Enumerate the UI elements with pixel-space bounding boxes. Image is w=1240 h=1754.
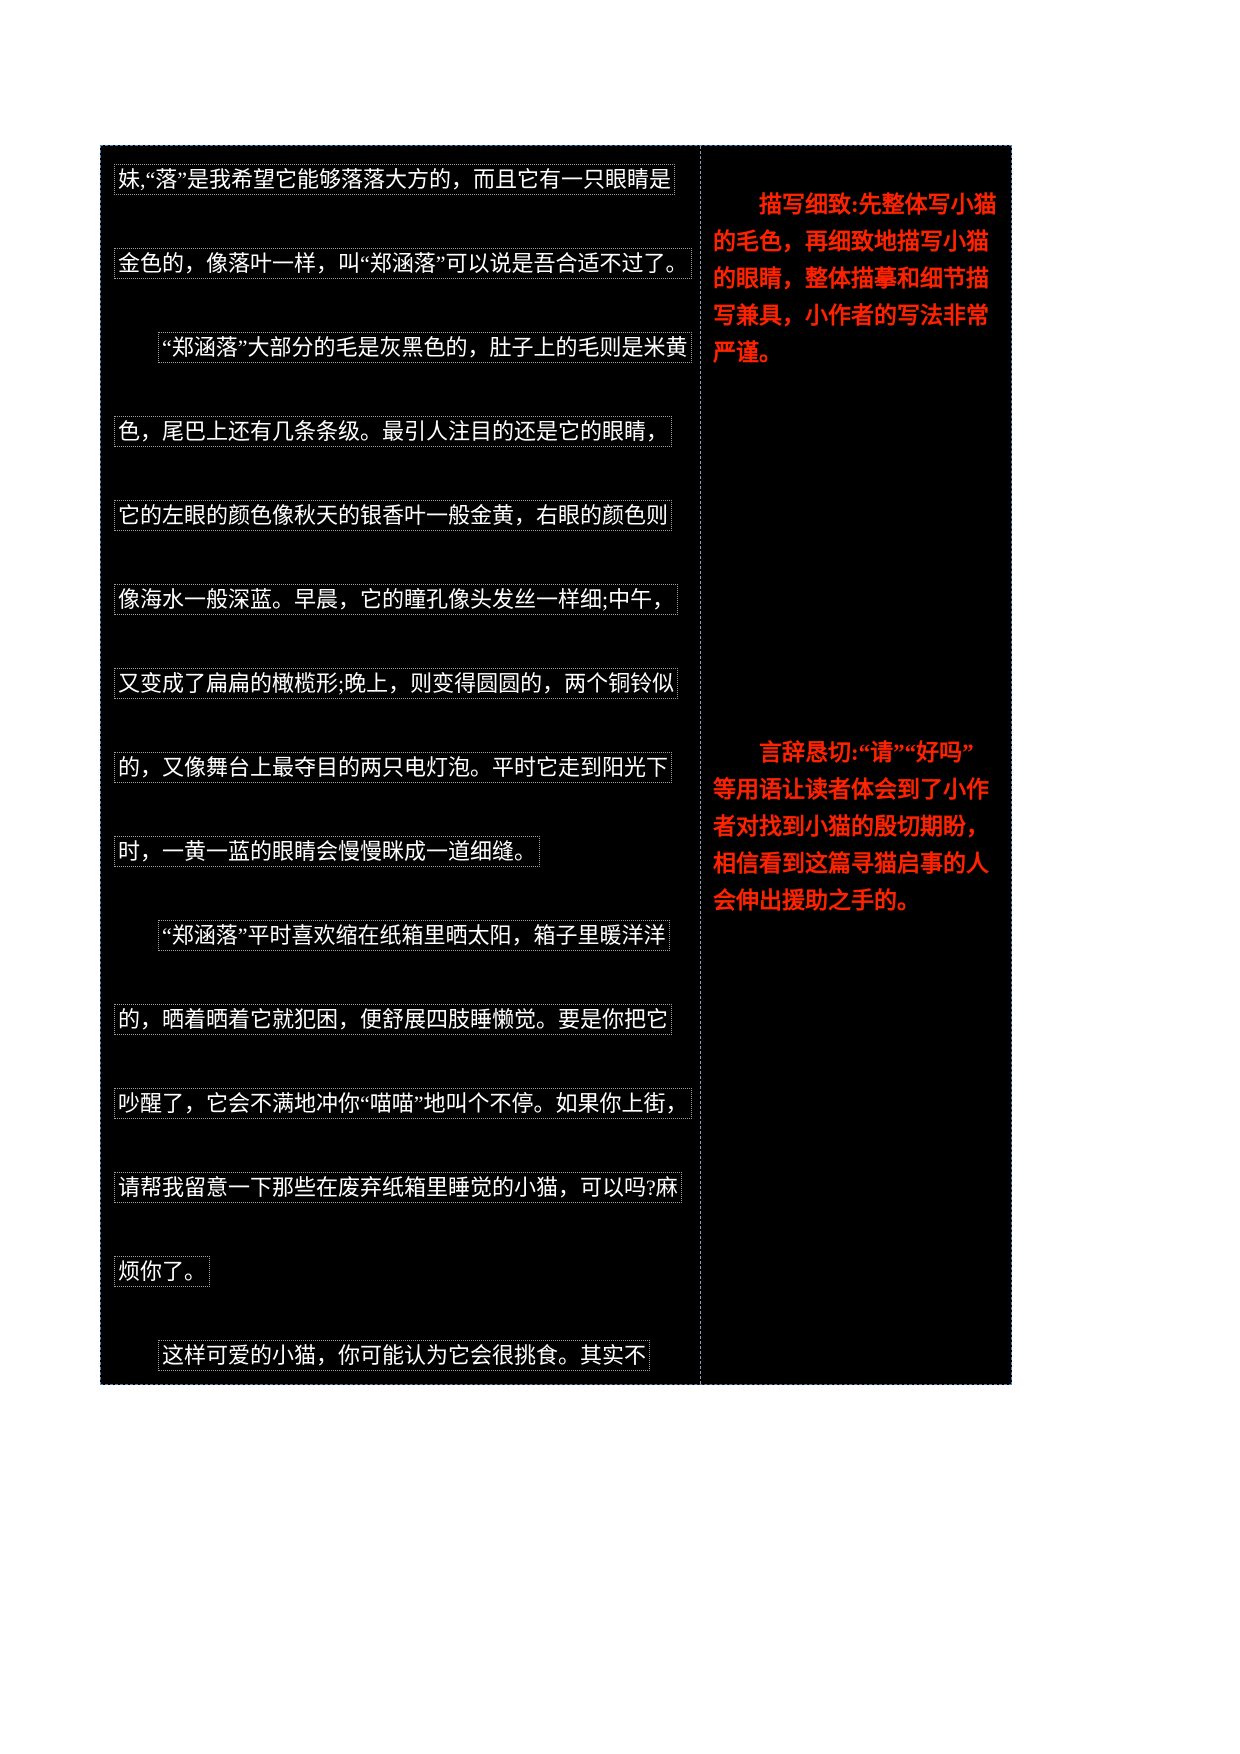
annotation-line: 相信看到这篇寻猫启事的人 (713, 851, 989, 876)
annotation-line: 的眼睛，整体描摹和细节描 (713, 266, 989, 291)
essay-line-text: 妹,“落”是我希望它能够落落大方的，而且它有一只眼睛是 (114, 164, 676, 195)
essay-line: 它的左眼的颜色像秋天的银香叶一般金黄，右眼的颜色则 (114, 500, 690, 584)
essay-line-text: 这样可爱的小猫，你可能认为它会很挑食。其实不 (158, 1340, 651, 1371)
essay-line: 请帮我留意一下那些在废弃纸箱里睡觉的小猫，可以吗?麻 (114, 1172, 690, 1256)
annotation-line: 等用语让读者体会到了小作 (713, 777, 989, 802)
essay-line-text: 的，又像舞台上最夺目的两只电灯泡。平时它走到阳光下 (114, 752, 673, 783)
essay-line: 色，尾巴上还有几条条级。最引人注目的还是它的眼睛， (114, 416, 690, 500)
essay-line: 时，一黄一蓝的眼睛会慢慢眯成一道细缝。 (114, 836, 690, 920)
annotation-line: 严谨。 (713, 340, 782, 365)
essay-line-text: 色，尾巴上还有几条条级。最引人注目的还是它的眼睛， (114, 416, 673, 447)
annotation-line: 的毛色，再细致地描写小猫 (713, 229, 989, 254)
essay-line-text: 烦你了。 (114, 1256, 211, 1287)
annotation-line: 会伸出援助之手的。 (713, 888, 920, 913)
essay-line: 金色的，像落叶一样，叫“郑涵落”可以说是吾合适不过了。 (114, 248, 692, 332)
essay-line: 这样可爱的小猫，你可能认为它会很挑食。其实不 (114, 1340, 690, 1424)
essay-line: 烦你了。 (114, 1256, 690, 1340)
essay-line-text: 吵醒了，它会不满地冲你“喵喵”地叫个不停。如果你上街， (114, 1088, 692, 1119)
essay-line-text: “郑涵落”大部分的毛是灰黑色的，肚子上的毛则是米黄 (158, 332, 692, 363)
essay-line: “郑涵落”大部分的毛是灰黑色的，肚子上的毛则是米黄 (114, 332, 692, 416)
essay-line: 的，晒着晒着它就犯困，便舒展四肢睡懒觉。要是你把它 (114, 1004, 690, 1088)
essay-line-text: 时，一黄一蓝的眼睛会慢慢眯成一道细缝。 (114, 836, 541, 867)
essay-text-column: 妹,“落”是我希望它能够落落大方的，而且它有一只眼睛是 金色的，像落叶一样，叫“… (101, 146, 701, 1384)
essay-line-text: 的，晒着晒着它就犯困，便舒展四肢睡懒觉。要是你把它 (114, 1004, 673, 1035)
annotation-column: 描写细致:先整体写小猫 的毛色，再细致地描写小猫 的眼睛，整体描摹和细节描 写兼… (701, 146, 1011, 1384)
essay-line-text: “郑涵落”平时喜欢缩在纸箱里晒太阳，箱子里暖洋洋 (158, 920, 670, 951)
annotation-block-detail: 描写细致:先整体写小猫 的毛色，再细致地描写小猫 的眼睛，整体描摹和细节描 写兼… (713, 186, 1003, 371)
essay-line-text: 金色的，像落叶一样，叫“郑涵落”可以说是吾合适不过了。 (114, 248, 692, 279)
essay-line: 的，又像舞台上最夺目的两只电灯泡。平时它走到阳光下 (114, 752, 690, 836)
essay-line: 像海水一般深蓝。早晨，它的瞳孔像头发丝一样细;中午， (114, 584, 690, 668)
annotation-line: 者对找到小猫的殷切期盼， (713, 814, 989, 839)
essay-line-text: 它的左眼的颜色像秋天的银香叶一般金黄，右眼的颜色则 (114, 500, 673, 531)
essay-table: 妹,“落”是我希望它能够落落大方的，而且它有一只眼睛是 金色的，像落叶一样，叫“… (100, 145, 1012, 1385)
annotation-line: 写兼具，小作者的写法非常 (713, 303, 989, 328)
annotation-block-tone: 言辞恳切:“请”“好吗” 等用语让读者体会到了小作 者对找到小猫的殷切期盼， 相… (713, 734, 1003, 919)
essay-line: “郑涵落”平时喜欢缩在纸箱里晒太阳，箱子里暖洋洋 (114, 920, 690, 1004)
essay-line-text: 像海水一般深蓝。早晨，它的瞳孔像头发丝一样细;中午， (114, 584, 679, 615)
annotation-line: 言辞恳切:“请”“好吗” (759, 740, 974, 765)
annotation-line: 描写细致:先整体写小猫 (759, 192, 997, 217)
essay-line: 又变成了扁扁的橄榄形;晚上，则变得圆圆的，两个铜铃似 (114, 668, 690, 752)
essay-line: 吵醒了，它会不满地冲你“喵喵”地叫个不停。如果你上街， (114, 1088, 692, 1172)
essay-line: 妹,“落”是我希望它能够落落大方的，而且它有一只眼睛是 (114, 164, 690, 248)
essay-line-text: 请帮我留意一下那些在废弃纸箱里睡觉的小猫，可以吗?麻 (114, 1172, 682, 1203)
essay-line-text: 又变成了扁扁的橄榄形;晚上，则变得圆圆的，两个铜铃似 (114, 668, 679, 699)
